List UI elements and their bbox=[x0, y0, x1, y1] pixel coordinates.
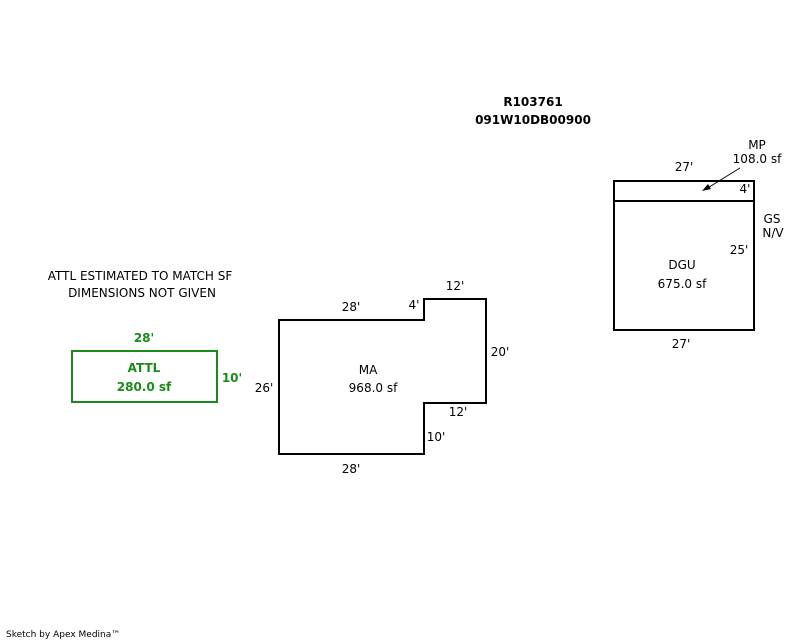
gs-value: N/V bbox=[762, 226, 784, 240]
attl-shape bbox=[71, 350, 218, 403]
ma-dim-top: 28' bbox=[342, 300, 361, 314]
ma-shape bbox=[278, 298, 487, 455]
account-id: 091W10DB00900 bbox=[475, 113, 591, 127]
mp-label: MP bbox=[748, 138, 766, 152]
dgu-dim-right: 25' bbox=[730, 243, 749, 257]
attl-dim-top: 28' bbox=[134, 331, 154, 345]
attl-dim-right: 10' bbox=[222, 371, 242, 385]
attl-label: ATTL bbox=[128, 361, 161, 375]
footer-credit: Sketch by Apex Medina™ bbox=[6, 630, 120, 640]
note-estimated: ATTL ESTIMATED TO MATCH SF bbox=[48, 269, 233, 283]
dgu-label: DGU bbox=[668, 258, 695, 272]
mp-pointer-arrow bbox=[702, 167, 741, 191]
ma-area: 968.0 sf bbox=[349, 381, 398, 395]
gs-label: GS bbox=[764, 212, 781, 226]
dgu-dim-top: 27' bbox=[675, 160, 694, 174]
ma-dim-lower-vertical: 10' bbox=[427, 430, 446, 444]
ma-dim-bottom: 28' bbox=[342, 462, 361, 476]
ma-dim-top-right: 12' bbox=[446, 279, 465, 293]
parcel-id: R103761 bbox=[503, 95, 562, 109]
ma-dim-right: 20' bbox=[491, 345, 510, 359]
ma-label: MA bbox=[359, 363, 378, 377]
attl-area: 280.0 sf bbox=[117, 380, 172, 394]
dgu-shape bbox=[613, 180, 755, 331]
mp-dim-depth: 4' bbox=[740, 182, 751, 196]
ma-dim-lower-step: 12' bbox=[449, 405, 468, 419]
mp-area: 108.0 sf bbox=[733, 152, 782, 166]
dgu-dim-bottom: 27' bbox=[672, 337, 691, 351]
dgu-area: 675.0 sf bbox=[658, 277, 707, 291]
note-dimensions: DIMENSIONS NOT GIVEN bbox=[68, 286, 216, 300]
ma-dim-notch: 4' bbox=[409, 298, 420, 312]
ma-dim-left: 26' bbox=[255, 381, 274, 395]
